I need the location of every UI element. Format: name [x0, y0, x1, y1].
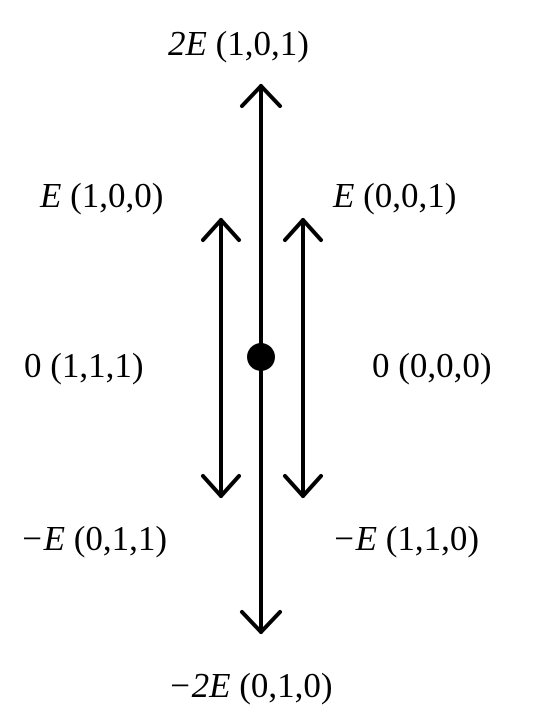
label-bottom-minus-2e: −2E (0,1,0) — [168, 666, 333, 705]
label-upper-left-e: E (1,0,0) — [40, 176, 164, 215]
label-top-2e: 2E (1,0,1) — [168, 24, 309, 63]
label-middle-left-zero: 0 (1,1,1) — [24, 346, 144, 385]
right-double-arrow — [283, 218, 323, 498]
left-double-arrow — [201, 218, 241, 498]
label-lower-right-minus-e: −E (1,1,0) — [332, 519, 480, 558]
label-upper-right-e: E (0,0,1) — [333, 176, 457, 215]
center-dot — [247, 343, 275, 371]
label-lower-left-minus-e: −E (0,1,1) — [20, 519, 168, 558]
label-middle-right-zero: 0 (0,0,0) — [372, 346, 492, 385]
